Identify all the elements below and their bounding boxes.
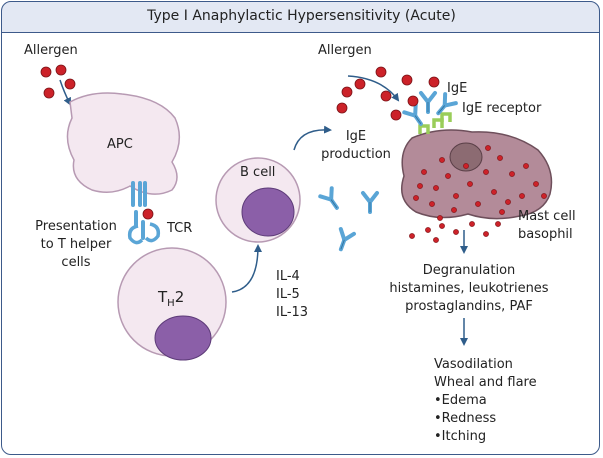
- b-cell-nucleus: [241, 187, 295, 237]
- mast-cell-nucleus: [449, 142, 483, 172]
- left-allergen-cluster: [40, 64, 76, 99]
- right-allergen-label: Allergen: [318, 43, 372, 58]
- tcr-label: TCR: [167, 221, 193, 236]
- clinical-effects-list: Vasodilation Wheal and flare •Edema •Red…: [434, 357, 537, 444]
- th2-label: TH2: [158, 288, 185, 309]
- interleukin-list: IL-4 IL-5 IL-13: [276, 269, 309, 320]
- ige-receptor-label: IgE receptor: [462, 101, 542, 116]
- mhc-tcr-complex: [127, 181, 161, 245]
- mast-cell: [401, 129, 553, 220]
- left-allergen-label: Allergen: [24, 43, 78, 58]
- ige-label: IgE: [447, 81, 468, 96]
- diagram-title: Type I Anaphylactic Hypersensitivity (Ac…: [147, 8, 456, 24]
- ige-production-label: IgE production: [321, 129, 391, 162]
- b-cell-label: B cell: [240, 165, 276, 180]
- th2-nucleus: [154, 315, 212, 361]
- degranulation-label: Degranulation histamines, leukotrienes p…: [389, 263, 549, 314]
- ige-receptors: [418, 112, 452, 134]
- allergen-to-apc-arrow: [59, 79, 71, 106]
- mast-cell-label: Mast cell basophil: [518, 209, 576, 242]
- bcell-to-ige-arrow: [293, 125, 332, 151]
- allergen-to-ige-arrow: [347, 75, 400, 102]
- right-allergen-cluster: [336, 66, 440, 121]
- free-antibodies: [318, 186, 379, 254]
- released-granules: [409, 221, 501, 243]
- apc-cell: [66, 92, 181, 195]
- presentation-label: Presentation to T helper cells: [35, 219, 117, 270]
- th2-to-bcell-arrow: [231, 244, 262, 293]
- apc-label: APC: [107, 137, 133, 152]
- mast-cell-granules: [413, 145, 547, 221]
- title-bar: [1, 1, 600, 33]
